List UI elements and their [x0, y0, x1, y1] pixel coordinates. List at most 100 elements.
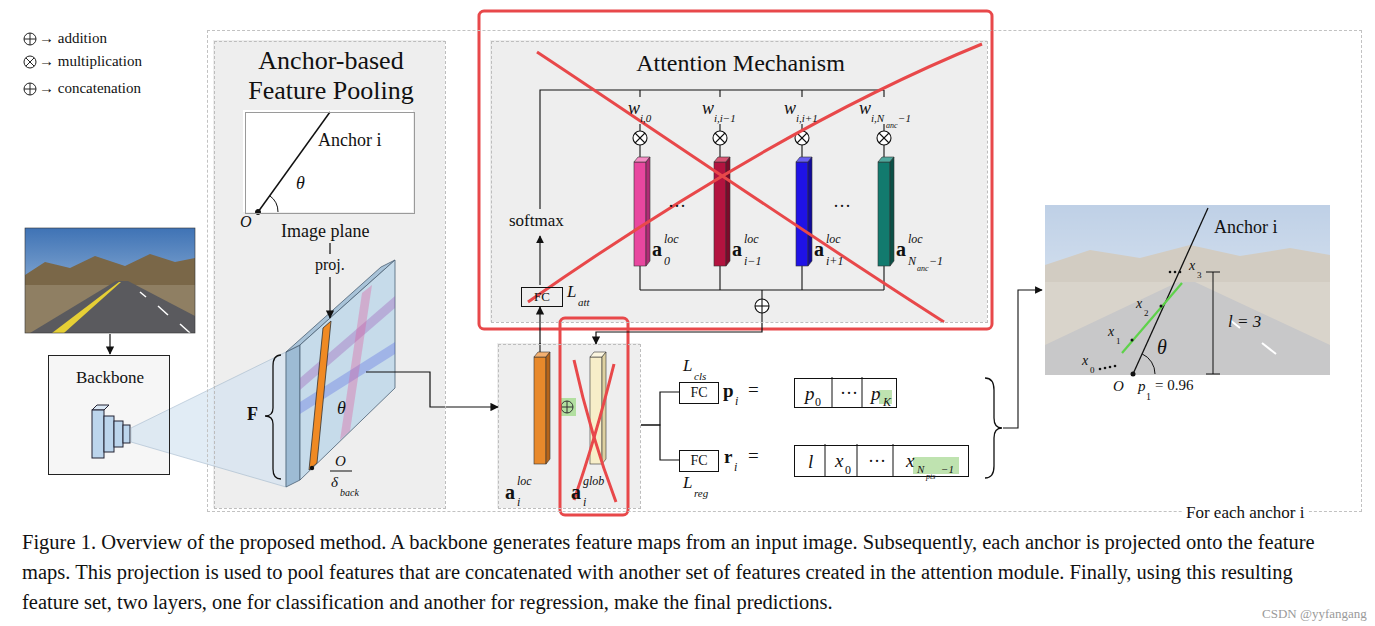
label-anchor: back: [340, 482, 359, 500]
connector: [641, 425, 679, 460]
box-text: Anchor i: [318, 130, 381, 151]
box-text: i: [517, 496, 520, 510]
strike-mark: [528, 44, 982, 302]
attention-wiring: [801, 266, 802, 290]
box-text: ···: [868, 451, 886, 472]
text-anchor: −1: [941, 459, 954, 477]
math-label: L: [683, 473, 692, 493]
feature-bar: [878, 162, 890, 266]
legend-symbol: [26, 58, 34, 66]
attention-wiring: [761, 299, 762, 313]
math-label: x: [1108, 324, 1114, 340]
math-label: l = 3: [1228, 312, 1261, 332]
box-text: l: [808, 451, 813, 473]
input-photo: [158, 306, 168, 315]
connector: [539, 307, 540, 344]
caption-anchor: Figure 1. Overview of the proposed metho…: [22, 527, 1347, 617]
input-photo: [25, 228, 195, 333]
math-label: ···: [668, 196, 686, 217]
input-photo: [25, 228, 195, 333]
box-text: loc: [517, 475, 532, 489]
math-label: =: [748, 445, 759, 467]
image-plane-figure: [329, 243, 330, 254]
concat-symbol: [567, 401, 568, 413]
math-label: O: [1113, 378, 1124, 395]
output-photo: [1206, 272, 1220, 374]
math-label: −1: [929, 255, 943, 269]
label-anchor: a: [814, 238, 824, 261]
text-anchor: pts: [926, 465, 935, 483]
math-label: i,0: [640, 112, 651, 125]
label-anchor: i: [735, 391, 738, 409]
vector-cells: [893, 444, 894, 476]
output-photo: [1045, 282, 1330, 375]
panel-heading: Attention Mechanism: [492, 50, 989, 78]
attention-wiring: [719, 266, 720, 290]
label-anchor: softmax: [506, 211, 567, 231]
label-anchor: δ: [331, 473, 338, 491]
math-label: −1: [898, 112, 911, 125]
panel-heading: Anchor-based Feature Pooling: [221, 46, 441, 106]
attention-wiring: [540, 90, 884, 209]
label-anchor: L: [683, 356, 692, 376]
attention-wiring: [633, 131, 647, 145]
attention-wiring: [879, 133, 889, 143]
output-photo: [1045, 205, 1330, 377]
concat-symbol: [559, 398, 576, 416]
label-anchor: w: [859, 98, 871, 119]
vector-cells: [832, 377, 833, 407]
output-photo: [1213, 272, 1214, 374]
strike-mark: [479, 11, 992, 515]
box-text: 0: [815, 396, 821, 410]
math-label: loc: [744, 233, 759, 247]
backbone-icon: [92, 405, 130, 458]
vector-cells: [857, 444, 858, 476]
feature-map: [265, 260, 395, 487]
label-anchor: −1: [898, 108, 911, 126]
box-text: Image plane: [281, 221, 369, 242]
label-anchor: a: [896, 238, 906, 261]
label-anchor: x: [1082, 351, 1088, 369]
math-label: w: [628, 98, 640, 119]
math-label: proj.: [312, 256, 348, 274]
label-anchor: i,i−1: [714, 108, 736, 126]
box-text: ···: [840, 383, 858, 404]
label-anchor: i,0: [640, 108, 651, 126]
input-photo: [30, 281, 195, 333]
output-photo: [1104, 367, 1107, 370]
attention-wiring: [639, 90, 640, 97]
vector-cells: [862, 377, 863, 407]
text-anchor: N: [917, 459, 924, 477]
input-photo: [140, 292, 146, 297]
box-text: K: [883, 396, 891, 410]
feature-bar: [890, 157, 894, 266]
output-photo: [1045, 205, 1330, 375]
attention-wiring: [755, 299, 769, 313]
math-label: back: [340, 487, 359, 499]
math-label: 1: [1116, 336, 1121, 346]
panel-fill: [48, 355, 170, 475]
label-anchor: p: [1138, 377, 1146, 395]
label-anchor: Anchor i: [1214, 217, 1277, 238]
label-anchor: l = 3: [1228, 312, 1261, 332]
box-label: FC: [690, 385, 707, 401]
attention-wiring: [639, 266, 640, 290]
label-anchor: cls: [694, 366, 706, 384]
text-anchor: a: [505, 481, 515, 504]
strike-mark: [574, 364, 614, 500]
math-label: i−1: [744, 255, 761, 269]
output-photo: [1179, 271, 1182, 274]
label-anchor: O: [1113, 377, 1124, 395]
math-label: softmax: [506, 211, 567, 231]
box-text: a: [571, 481, 581, 504]
attention-wiring: [879, 133, 889, 143]
text-anchor: ···: [840, 383, 858, 404]
math-label: p: [723, 380, 734, 402]
output-photo: [1045, 205, 1330, 375]
label-anchor: F: [247, 404, 258, 425]
box-text: pts: [926, 472, 935, 481]
label-anchor: loc: [664, 229, 679, 247]
label-anchor: ···: [833, 196, 851, 217]
label-anchor: θ: [1157, 336, 1167, 359]
label-anchor: w: [784, 98, 796, 119]
